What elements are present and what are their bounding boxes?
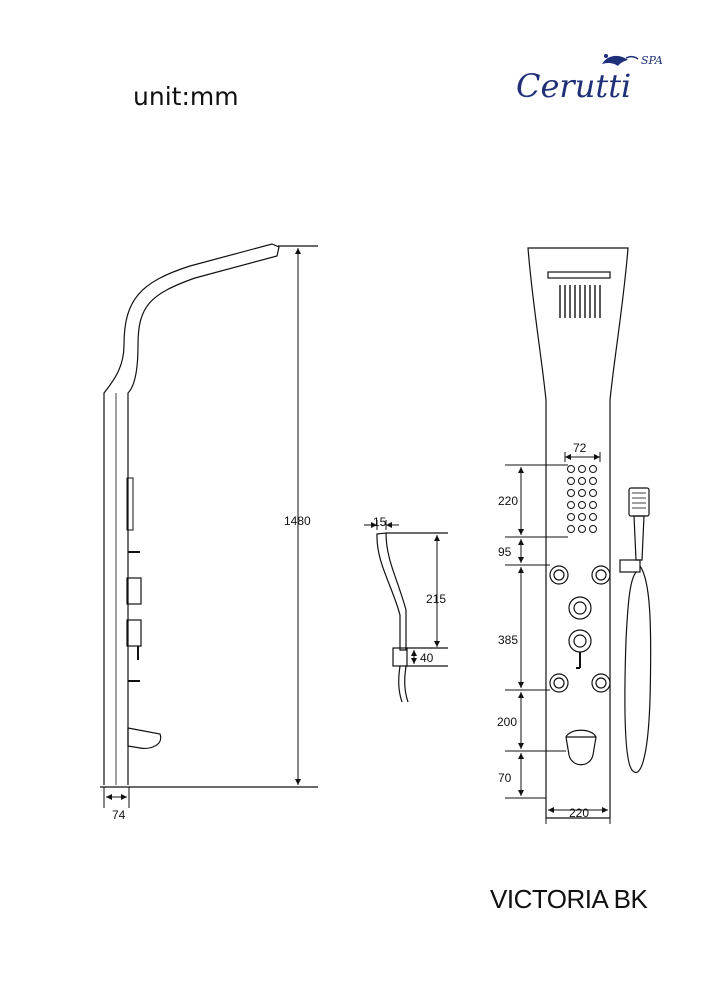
handshower-holder <box>392 647 408 667</box>
handshower-head <box>376 532 407 651</box>
body-jet-upper-right <box>591 565 611 585</box>
side-valve-upper <box>126 577 142 605</box>
dim-jets-block-height-label: 220 <box>498 494 518 508</box>
mixer-knob <box>568 629 592 653</box>
dim-side-depth <box>103 787 130 808</box>
body-jet-upper-left <box>549 565 569 585</box>
side-jets-strip <box>126 477 134 531</box>
dim-handshower-holder-label: 40 <box>420 651 434 665</box>
brand-suffix: SPA <box>641 54 663 67</box>
dim-spout-to-bottom-label: 70 <box>498 771 512 785</box>
side-view <box>100 243 318 788</box>
dim-jets-to-spout-label: 200 <box>497 715 517 729</box>
front-panel-outline <box>527 247 629 819</box>
dim-side-depth-label: 74 <box>112 808 126 822</box>
rain-shower-nozzles <box>559 285 601 318</box>
body-jet-lower-left <box>549 673 569 693</box>
dim-jets-block-width-label: 72 <box>573 441 587 455</box>
product-name: VICTORIA BK <box>490 884 648 914</box>
side-panel-outline <box>103 243 280 785</box>
front-handshower-head <box>628 487 650 517</box>
front-handshower <box>619 487 652 773</box>
front-spout <box>565 729 597 766</box>
massage-jets-grid <box>567 465 597 533</box>
handshower-view <box>376 532 448 703</box>
front-dimensions <box>505 452 611 824</box>
front-handshower-holder <box>619 559 641 573</box>
diverter-knob <box>568 596 592 620</box>
unit-label: unit:mm <box>133 82 239 111</box>
side-spout <box>127 727 162 750</box>
dolphin-logo-icon <box>602 54 639 66</box>
brand-name: Cerutti <box>516 67 632 105</box>
dim-total-height-label: 1480 <box>284 514 311 528</box>
dim-handshower-width-label: 15 <box>373 515 387 529</box>
rain-shower-outlet <box>547 271 611 279</box>
dim-panel-width-label: 220 <box>569 806 589 820</box>
dim-handshower-length-label: 215 <box>426 592 446 606</box>
dim-handshower <box>364 520 440 664</box>
dim-jets-to-body-label: 95 <box>498 545 512 559</box>
body-jet-lower-right <box>591 673 611 693</box>
handshower-hose <box>398 665 409 703</box>
side-valve-lower <box>126 619 142 647</box>
dim-body-jets-span-label: 385 <box>498 633 518 647</box>
front-hose <box>624 565 652 773</box>
front-view <box>527 247 629 819</box>
